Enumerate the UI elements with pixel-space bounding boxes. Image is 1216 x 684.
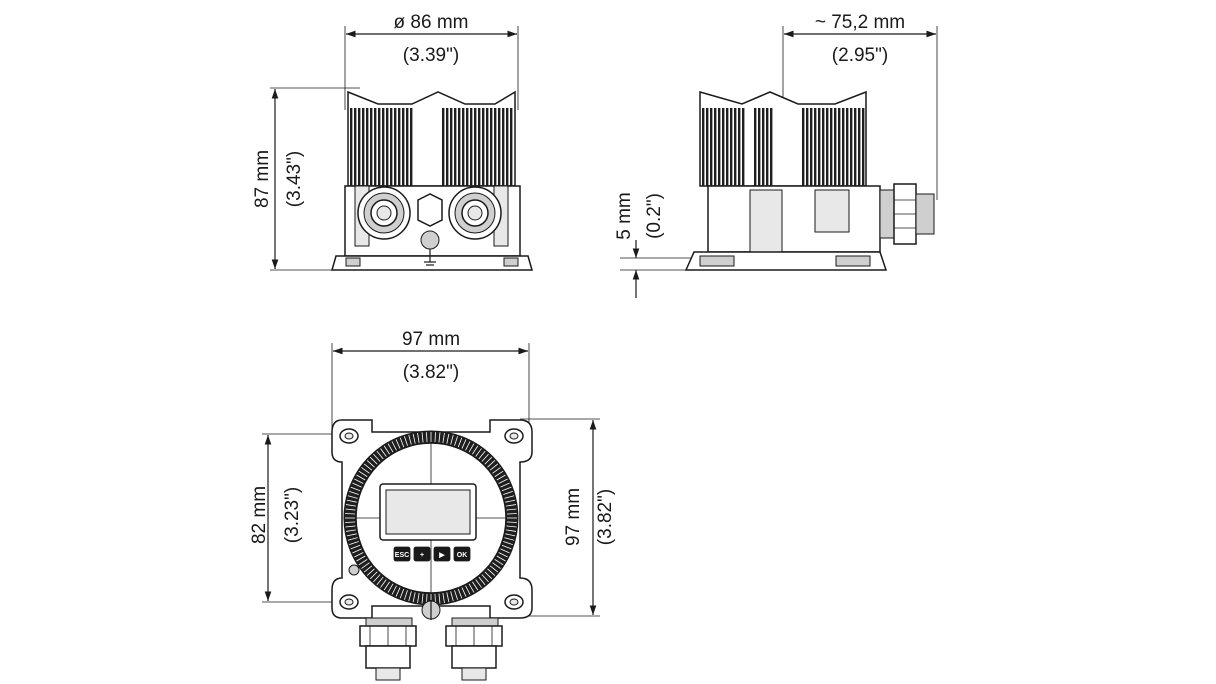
mounting-hole-bottom-right bbox=[504, 594, 524, 610]
front-height-label: 97 mm bbox=[563, 488, 584, 546]
offset-label: 5 mm bbox=[614, 192, 635, 240]
top-view: ESC + ▶ OK 97 mm (3.82") 82 bbox=[249, 329, 616, 681]
front-width-label: 97 mm bbox=[402, 329, 460, 350]
next-key[interactable] bbox=[433, 546, 451, 562]
plus-key-label: + bbox=[420, 552, 424, 559]
hole-spacing-inch-label: (3.23") bbox=[282, 487, 303, 543]
mounting-hole-bottom-left bbox=[339, 594, 359, 610]
gland-bottom-left bbox=[359, 617, 417, 681]
next-key-label: ▶ bbox=[438, 552, 445, 559]
front-elevation-view: ø 86 mm (3.39") 87 mm (3.43") bbox=[252, 12, 533, 271]
front-height-inch-label: (3.82") bbox=[595, 489, 616, 545]
top-diameter-inch-label: (3.39") bbox=[403, 45, 459, 66]
top-diameter-label: ø 86 mm bbox=[394, 12, 469, 33]
knurled-cap-side bbox=[702, 108, 865, 186]
ok-key-label: OK bbox=[457, 552, 468, 559]
lcd-screen bbox=[385, 489, 471, 535]
gland-bottom-right bbox=[445, 617, 503, 681]
esc-key[interactable] bbox=[393, 546, 411, 562]
side-depth-inch-label: (2.95") bbox=[832, 45, 888, 66]
front-width-inch-label: (3.82") bbox=[403, 362, 459, 383]
cable-gland-right bbox=[448, 186, 502, 240]
cable-gland-left bbox=[357, 186, 411, 240]
side-depth-label: ~ 75,2 mm bbox=[815, 12, 905, 33]
hole-spacing-label: 82 mm bbox=[249, 486, 270, 544]
side-elevation-view: ~ 75,2 mm (2.95") 5 mm (0.2") bbox=[614, 12, 938, 298]
side-cable-gland bbox=[879, 183, 935, 245]
mounting-hole-top-left bbox=[339, 428, 359, 444]
mounting-hole-top-right bbox=[504, 428, 524, 444]
esc-key-label: ESC bbox=[395, 552, 409, 559]
ok-key[interactable] bbox=[453, 546, 471, 562]
height-label: 87 mm bbox=[252, 150, 273, 208]
offset-inch-label: (0.2") bbox=[644, 193, 665, 239]
plus-key[interactable] bbox=[413, 546, 431, 562]
knurled-cap bbox=[350, 108, 513, 186]
keypad: ESC + ▶ OK bbox=[393, 546, 471, 562]
height-inch-label: (3.43") bbox=[284, 151, 305, 207]
